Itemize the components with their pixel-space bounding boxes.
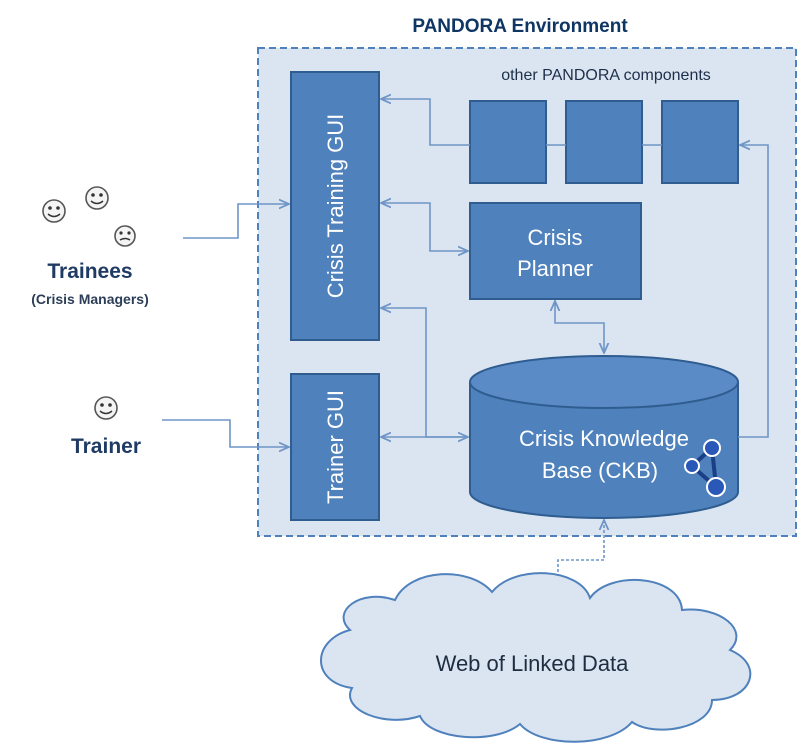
cloud-label: Web of Linked Data	[436, 651, 630, 676]
ckb-label-line1: Crisis Knowledge	[519, 426, 689, 451]
connector-components-to-training-gui	[381, 99, 470, 146]
trainee-face-icon-3	[114, 225, 136, 247]
crisis-knowledge-base[interactable]: Crisis Knowledge Base (CKB)	[469, 355, 739, 519]
connector-ckb-to-components	[738, 145, 769, 438]
web-of-linked-data-cloud[interactable]: Web of Linked Data	[320, 572, 752, 743]
trainee-face-icon-1	[42, 199, 66, 223]
environment-title: PANDORA Environment	[412, 16, 628, 37]
connector-training-gui-planner	[381, 203, 468, 251]
connector-trainer-to-trainer-gui	[162, 419, 289, 447]
other-component-box-2[interactable]	[565, 100, 643, 184]
trainer-face-icon	[94, 396, 118, 420]
trainee-face-icon-2	[85, 186, 109, 210]
trainer-gui-label: Trainer GUI	[323, 390, 348, 504]
connector-trainees-to-training-gui	[183, 204, 289, 239]
trainer-gui[interactable]: Trainer GUI	[290, 373, 380, 521]
crisis-training-gui[interactable]: Crisis Training GUI	[290, 71, 380, 341]
trainees-sublabel: (Crisis Managers)	[31, 291, 148, 307]
crisis-training-gui-label: Crisis Training GUI	[323, 114, 348, 299]
crisis-planner-label-line1: Crisis	[528, 225, 583, 250]
linked-data-icon	[684, 439, 726, 497]
trainees-label: Trainees	[47, 260, 132, 283]
crisis-planner-label-line2: Planner	[517, 256, 593, 281]
crisis-planner[interactable]: Crisis Planner	[469, 202, 642, 300]
connector-planner-ckb	[555, 301, 604, 353]
trainer-label: Trainer	[71, 435, 141, 458]
other-component-box-3[interactable]	[661, 100, 739, 184]
other-components-label: other PANDORA components	[501, 67, 711, 84]
ckb-label-line2: Base (CKB)	[542, 458, 658, 483]
other-component-box-1[interactable]	[469, 100, 547, 184]
